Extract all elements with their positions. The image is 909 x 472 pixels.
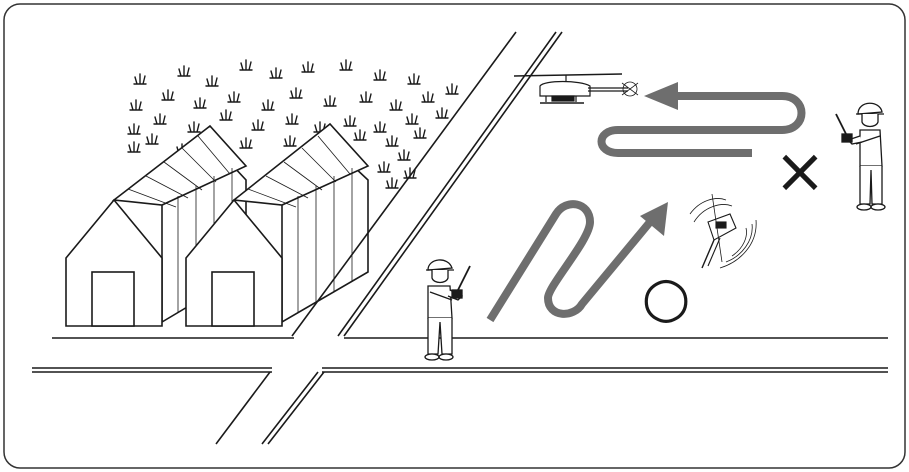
correct-mark: ○	[642, 265, 691, 330]
incorrect-mark: ×	[774, 134, 826, 207]
